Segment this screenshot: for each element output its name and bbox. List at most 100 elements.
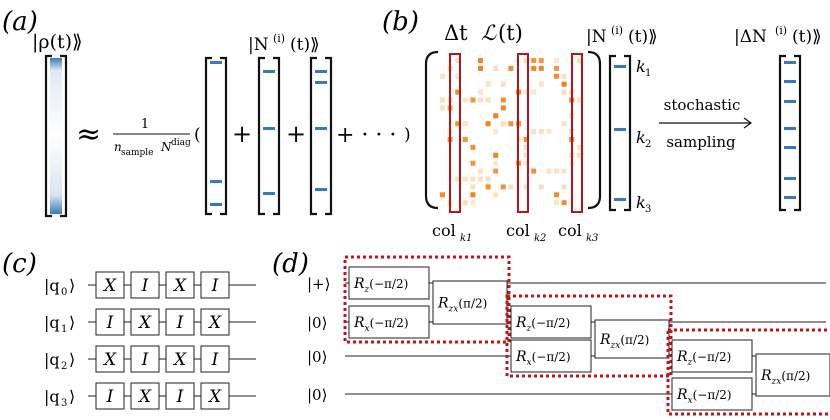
pauli-x-gate: X [137,387,152,407]
matrix-cell [523,184,529,190]
matrix-cell [538,81,544,87]
matrix-cell [546,129,552,135]
pauli-i-gate: I [106,387,114,407]
open-paren: ( [194,125,201,145]
matrix-cell [508,184,514,190]
pauli-box [165,345,195,373]
column-k1-highlight [449,53,461,213]
svg-text:k1: k1 [460,233,472,244]
dtL-t: (t) [498,21,523,45]
pauli-box [95,271,125,299]
matrix-cell [493,65,499,71]
fraction-denominator-N: N [160,140,172,154]
dtL-script-L: ℒ [481,21,497,45]
matrix-cell [493,192,499,198]
svg-text:1: 1 [61,324,67,335]
sample-vector-2 [257,56,281,216]
gate-block-border [505,294,673,378]
svg-text:Rzx(π/2): Rzx(π/2) [599,332,649,351]
dtL-label: Δt ℒ (t) [444,21,523,45]
N-ket-label-a: |N (i) (t)⟫ [248,32,320,55]
matrix-cell [470,184,476,190]
matrix-cell [554,200,559,206]
pauli-x-gate: X [102,276,117,296]
svg-text:(i): (i) [611,24,623,37]
sampling-arrowhead [743,117,753,129]
svg-text:k3: k3 [586,233,598,244]
fraction-denominator-n: n [114,140,122,154]
matrix-cell [455,73,461,79]
pauli-i-gate: I [176,313,184,333]
stochastic-label: stochastic [664,96,741,114]
rho-ket-label: |ρ(t)⟫ [32,31,83,53]
pauli-i-gate: I [211,276,219,296]
matrix-cell [523,58,529,63]
N-vector-b [608,54,632,212]
column-k3-highlight [571,53,583,213]
svg-text:Rx(−π/2): Rx(−π/2) [353,315,409,334]
rho-vector [44,54,68,218]
svg-text:(i): (i) [775,24,787,37]
matrix-cell [554,192,559,198]
sample-vector-3 [309,56,333,216]
gate-block-border [666,328,830,416]
matrix-cell [531,58,537,63]
matrix-cell [455,121,461,127]
matrix-cell [538,58,544,63]
pauli-box [130,308,160,336]
matrix-cell [561,168,567,174]
svg-text:⟩: ⟩ [69,387,75,406]
svg-text:col: col [432,221,456,240]
pauli-box [200,345,230,373]
matrix-cell [546,168,552,174]
matrix-cell [500,81,506,87]
svg-text:⟩: ⟩ [69,350,75,369]
circuit-input-1: |0⟩ [307,314,327,332]
matrix-cell [508,65,514,71]
approx-sign: ≈ [76,117,101,152]
panel-c-label: (c) [2,249,37,279]
matrix-cell [455,176,461,182]
pauli-i-gate: I [106,313,114,333]
matrix-cell [576,97,582,103]
panel-d: (d) |+⟩|0⟩|0⟩|0⟩Rz(−π/2)Rx(−π/2)Rzx(π/2)… [272,249,830,416]
panel-a-label: (a) [2,7,38,37]
svg-text:k: k [636,193,646,212]
quantum-circuit: |+⟩|0⟩|0⟩|0⟩Rz(−π/2)Rx(−π/2)Rzx(π/2)Rz(−… [307,255,830,416]
N-ket-sup: (i) [273,32,285,45]
matrix-cell [523,160,529,166]
matrix-cell [478,97,483,103]
svg-text:(t)⟫: (t)⟫ [792,27,822,47]
svg-text:0: 0 [61,287,67,298]
panel-d-label: (d) [272,249,309,279]
matrix-cell [576,152,582,158]
svg-text:Rzx(π/2): Rzx(π/2) [437,296,487,315]
svg-text:|q: |q [44,276,60,295]
svg-text:2: 2 [645,139,651,150]
svg-text:(t)⟫: (t)⟫ [628,27,658,47]
matrix-cell [470,97,476,103]
svg-text:col: col [506,221,530,240]
matrix-cell [493,160,499,166]
matrix-left-bracket [424,50,439,210]
svg-text:k2: k2 [534,233,546,244]
matrix-cell [478,176,483,182]
sample-vector-1 [204,56,228,216]
svg-text:3: 3 [61,398,67,409]
circuit-input-2: |0⟩ [307,348,327,366]
svg-text:|q: |q [44,350,60,369]
matrix-cell [485,121,491,127]
matrix-cell [478,65,483,71]
pauli-box [165,382,195,410]
plus-2: + [286,120,306,148]
matrix-cell [462,121,468,127]
svg-text:⟩: ⟩ [69,276,75,295]
col-k3-label: col k3 [558,221,598,244]
matrix-cell [462,200,468,206]
rx-gate: Rx(−π/2) [671,377,753,411]
svg-text:3: 3 [645,204,651,215]
svg-text:|ΔN: |ΔN [734,27,767,47]
pauli-x-gate: X [172,350,187,370]
svg-text:k: k [636,57,646,76]
